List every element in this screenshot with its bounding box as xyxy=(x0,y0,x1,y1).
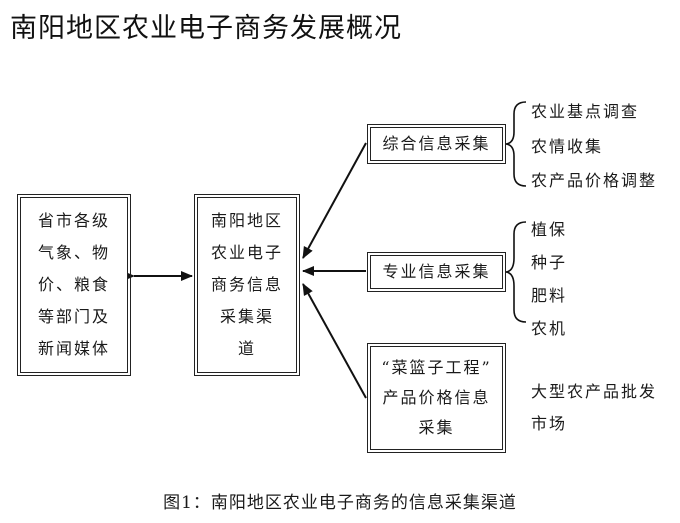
channel-1-label: 综合信息采集 xyxy=(382,134,491,153)
channel-3-item: 市场 xyxy=(531,414,568,433)
channel-1-box: 综合信息采集 xyxy=(367,124,506,164)
channel-3-item: 大型农产品批发 xyxy=(531,382,658,401)
source-line: 气象、物 xyxy=(37,243,110,262)
channel-hub-box: 南阳地区 农业电子 商务信息 采集渠 道 xyxy=(194,194,300,376)
figure-caption: 图1：南阳地区农业电子商务的信息采集渠道 xyxy=(163,493,517,513)
source-line: 新闻媒体 xyxy=(37,339,110,358)
hub-line: 采集渠 xyxy=(219,307,274,326)
hub-line: 商务信息 xyxy=(210,275,283,294)
channel-2-item: 肥料 xyxy=(531,286,568,305)
hub-line: 道 xyxy=(237,339,256,358)
channel-3-line: “菜篮子工程” xyxy=(381,358,492,377)
source-line: 等部门及 xyxy=(37,307,110,326)
channel-3-line: 产品价格信息 xyxy=(382,388,491,407)
channel-1-item: 农产品价格调整 xyxy=(531,171,658,190)
channel-2-label: 专业信息采集 xyxy=(382,262,491,281)
channel-3-line: 采集 xyxy=(418,418,455,437)
hub-line: 农业电子 xyxy=(210,243,283,262)
brace-channel-2 xyxy=(505,221,527,323)
arrow-channel-1 xyxy=(302,142,367,259)
channel-1-item: 农业基点调查 xyxy=(531,102,640,121)
source-box: 省市各级 气象、物 价、粮食 等部门及 新闻媒体 xyxy=(17,194,131,376)
arrow-channel-3 xyxy=(302,283,367,399)
page-title: 南阳地区农业电子商务发展概况 xyxy=(10,13,402,44)
brace-channel-1 xyxy=(505,101,527,187)
channel-1-item: 农情收集 xyxy=(531,137,604,156)
hub-line: 南阳地区 xyxy=(210,211,283,230)
channel-2-item: 植保 xyxy=(531,220,568,239)
channel-2-box: 专业信息采集 xyxy=(367,252,506,292)
source-line: 价、粮食 xyxy=(37,275,110,294)
channel-3-box: “菜篮子工程” 产品价格信息 采集 xyxy=(367,343,506,453)
channel-2-item: 农机 xyxy=(531,319,568,338)
channel-2-item: 种子 xyxy=(531,253,568,272)
source-line: 省市各级 xyxy=(37,211,110,230)
